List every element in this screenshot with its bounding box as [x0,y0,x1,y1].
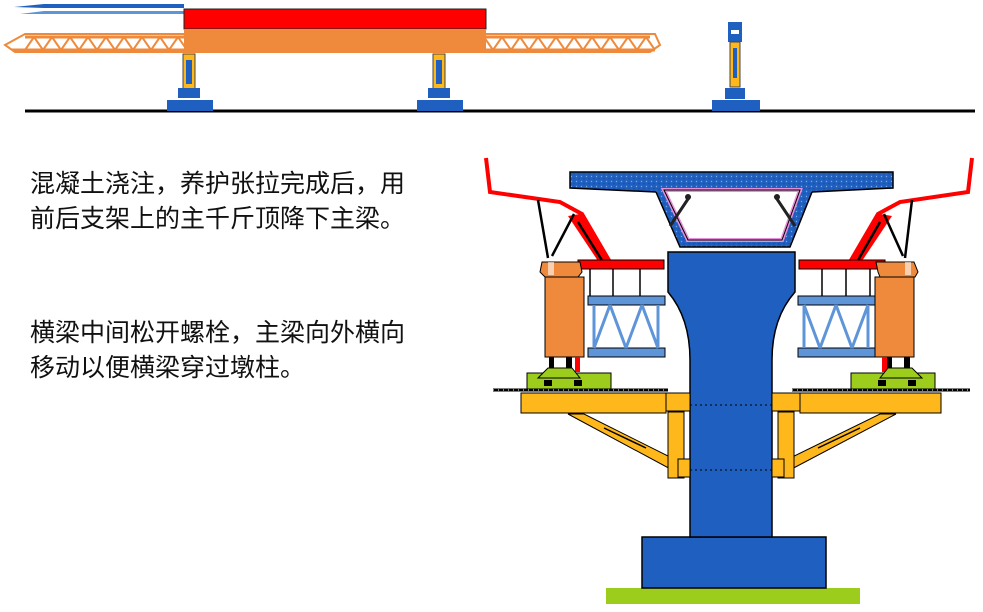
right-bracket [771,411,897,479]
top-elevation-view [3,4,975,113]
left-bracket [567,411,691,479]
main-beam-orange [184,29,486,53]
right-crossbeam [799,392,942,414]
right-blue-truss [797,295,876,358]
left-outer-formwork [484,157,612,264]
formwork-struts [536,199,914,263]
step1-line2: 前后支架上的主千斤顶降下主梁。 [30,204,406,233]
right-green-bearing [850,367,936,390]
right-top-beam [798,259,886,270]
step-caption-1: 混凝土浇注，养护张拉完成后，用 前后支架上的主千斤顶降下主梁。 [30,166,480,236]
left-main-beam [539,261,585,371]
middle-support [417,53,463,111]
main-girder-red [183,8,487,30]
step2-line2: 移动以便横梁穿过墩柱。 [30,353,306,382]
pier-footing [641,536,827,589]
right-main-beam [874,261,919,371]
step2-line1: 横梁中间松开螺栓，主梁向外横向 [30,318,406,347]
hangers [589,269,871,296]
top-left-blue-lines [14,4,184,14]
pier-column [667,251,796,538]
step1-line1: 混凝土浇注，养护张拉完成后，用 [30,169,406,198]
left-blue-truss [587,295,666,358]
right-outer-formwork [848,157,974,264]
left-crossbeam [520,392,667,414]
front-support [167,53,213,111]
cross-section-view [484,157,974,604]
rear-support [712,22,760,111]
left-top-beam [577,259,665,270]
left-green-bearing [526,367,612,390]
step-caption-2: 横梁中间松开螺栓，主梁向外横向 移动以便横梁穿过墩柱。 [30,315,480,385]
foundation-base [606,588,860,604]
